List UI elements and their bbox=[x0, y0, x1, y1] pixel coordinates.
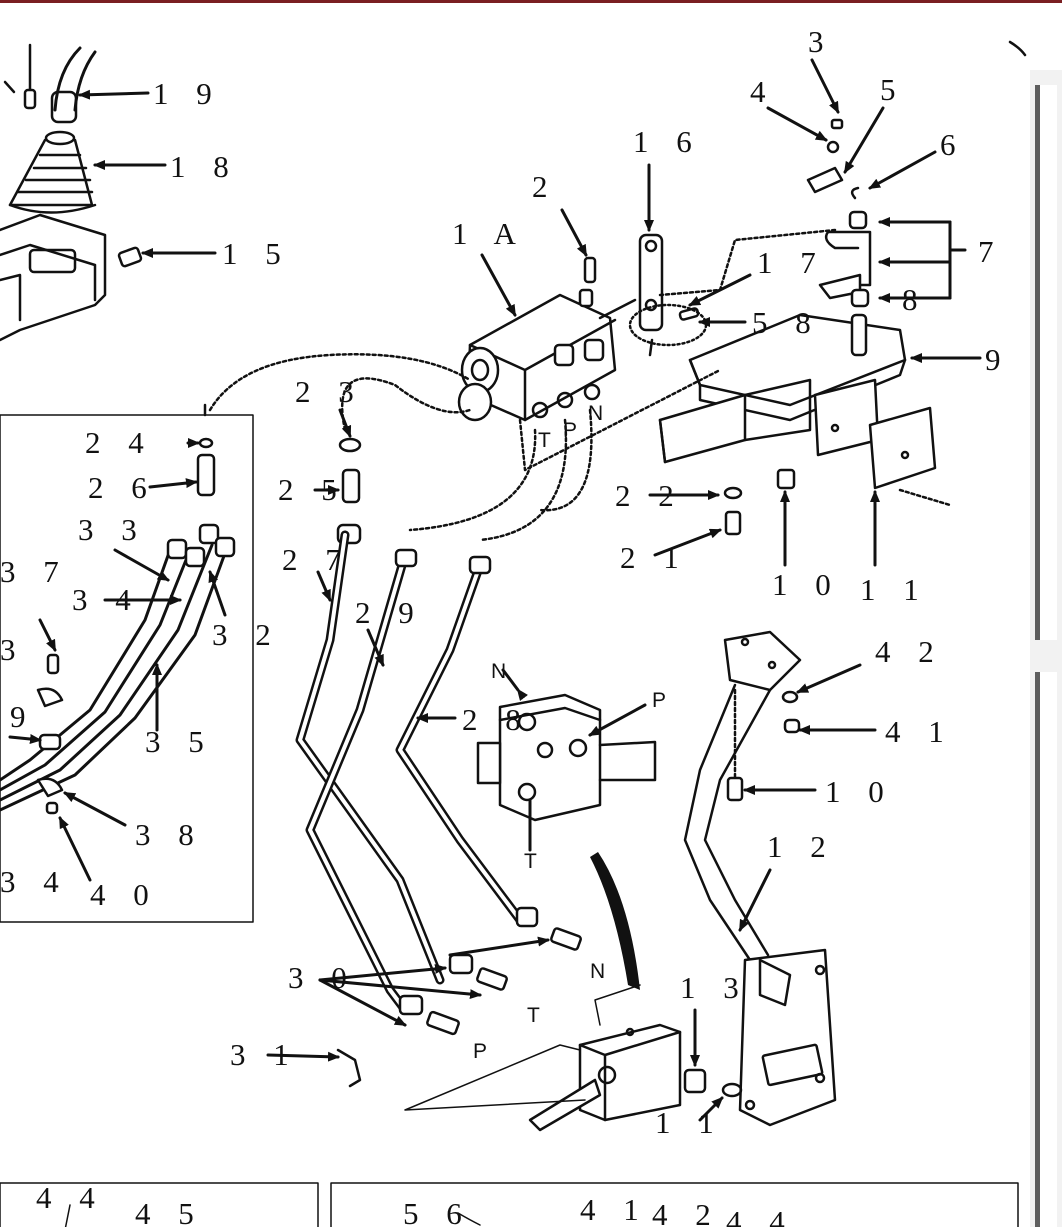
inset-box-bottom-left bbox=[0, 1182, 319, 1227]
scroll-thumb-lower[interactable] bbox=[1035, 672, 1057, 1227]
port-p-block: P bbox=[652, 689, 666, 712]
label-23: 2 3 bbox=[295, 374, 364, 409]
port-t-valve: T bbox=[538, 429, 551, 452]
label-6: 6 bbox=[940, 127, 966, 162]
fitting-15 bbox=[117, 246, 143, 268]
port-p-fitting: P bbox=[473, 1040, 487, 1063]
control-valve bbox=[457, 288, 637, 422]
link-parts bbox=[806, 118, 872, 308]
inset-box-bottom-right bbox=[330, 1182, 1019, 1227]
label-31: 3 1 bbox=[230, 1037, 299, 1072]
label-11b: 1 1 bbox=[655, 1105, 724, 1140]
label-34a: 3 4 bbox=[72, 582, 141, 617]
label-28: 2 8 bbox=[462, 702, 531, 737]
label-18: 1 8 bbox=[170, 149, 239, 184]
label-10a: 1 0 bbox=[772, 567, 841, 602]
label-8: 8 bbox=[902, 282, 928, 317]
port-p-valve: P bbox=[563, 419, 577, 442]
label-13: 1 3 bbox=[680, 970, 749, 1005]
label-19: 1 9 bbox=[153, 76, 222, 111]
label-33: 3 3 bbox=[78, 512, 147, 547]
label-34b: 3 4 bbox=[0, 864, 69, 899]
spool-link bbox=[628, 233, 708, 357]
label-42: 4 2 bbox=[875, 634, 944, 669]
label-10b: 1 0 bbox=[825, 774, 894, 809]
label-11a: 1 1 bbox=[860, 572, 929, 607]
end-fittings bbox=[336, 927, 582, 1088]
label-44: 4 4 bbox=[36, 1180, 105, 1215]
label-27: 2 7 bbox=[282, 542, 351, 577]
guide-line bbox=[658, 228, 837, 297]
label-44b: 4 4 bbox=[726, 1204, 795, 1227]
label-15: 1 5 bbox=[222, 236, 291, 271]
port-block bbox=[476, 693, 657, 822]
label-9: 9 bbox=[985, 342, 1011, 377]
bolts-21-22-10 bbox=[723, 468, 796, 536]
label-42b: 4 2 bbox=[652, 1197, 721, 1227]
label-56: 5 6 bbox=[403, 1196, 472, 1227]
label-24: 2 4 bbox=[85, 425, 154, 460]
scroll-thumb-upper[interactable] bbox=[1035, 85, 1057, 640]
label-40: 4 0 bbox=[90, 877, 159, 912]
label-4: 4 bbox=[750, 74, 776, 109]
pin-2 bbox=[583, 256, 597, 284]
direction-arrow bbox=[590, 852, 640, 990]
port-t-block: T bbox=[524, 850, 537, 873]
label-12: 1 2 bbox=[767, 829, 836, 864]
console-base bbox=[0, 213, 107, 342]
label-38: 3 8 bbox=[135, 817, 204, 852]
foot-pedal bbox=[683, 630, 837, 1127]
port-n-block: N bbox=[491, 660, 506, 683]
part-number-labels: 1 9 1 8 1 5 1 A 2 1 6 1 7 5 8 4 3 5 6 7 … bbox=[0, 24, 1011, 1227]
label-1a: 1 A bbox=[452, 216, 526, 251]
label-17: 1 7 bbox=[757, 245, 826, 280]
hose-loops bbox=[208, 353, 722, 542]
label-9-left: 9 bbox=[10, 699, 36, 734]
corner-mark bbox=[1008, 40, 1027, 57]
label-16: 1 6 bbox=[633, 124, 702, 159]
port-t-fitting: T bbox=[527, 1004, 540, 1027]
label-3-top: 3 bbox=[808, 24, 834, 59]
pedal-valve bbox=[404, 984, 682, 1132]
label-37: 3 7 bbox=[0, 554, 69, 589]
label-21: 2 1 bbox=[620, 540, 689, 575]
label-45: 4 5 bbox=[135, 1196, 204, 1227]
port-n-fitting: N bbox=[590, 960, 605, 983]
label-7: 7 bbox=[978, 234, 1004, 269]
label-32: 3 2 bbox=[212, 617, 281, 652]
label-26: 2 6 bbox=[88, 470, 157, 505]
label-2: 2 bbox=[532, 169, 558, 204]
leader-arrows bbox=[8, 58, 982, 1122]
label-5: 5 bbox=[880, 72, 906, 107]
hydraulic-parts-diagram: 1 9 1 8 1 5 1 A 2 1 6 1 7 5 8 4 3 5 6 7 … bbox=[0, 24, 1027, 1227]
label-30: 3 0 bbox=[288, 960, 357, 995]
label-3-left: 3 bbox=[0, 632, 26, 667]
label-29: 2 9 bbox=[355, 595, 424, 630]
label-22: 2 2 bbox=[615, 478, 684, 513]
label-41: 4 1 bbox=[885, 714, 954, 749]
lever-boot bbox=[8, 130, 97, 214]
label-35: 3 5 bbox=[145, 724, 214, 759]
label-41b: 4 1 bbox=[580, 1192, 649, 1227]
top-accent-bar bbox=[0, 0, 1062, 3]
port-n-valve: N bbox=[588, 402, 603, 425]
label-58: 5 8 bbox=[752, 305, 821, 340]
control-lever bbox=[3, 43, 97, 124]
mounting-bracket bbox=[658, 313, 952, 507]
label-25: 2 5 bbox=[278, 472, 347, 507]
